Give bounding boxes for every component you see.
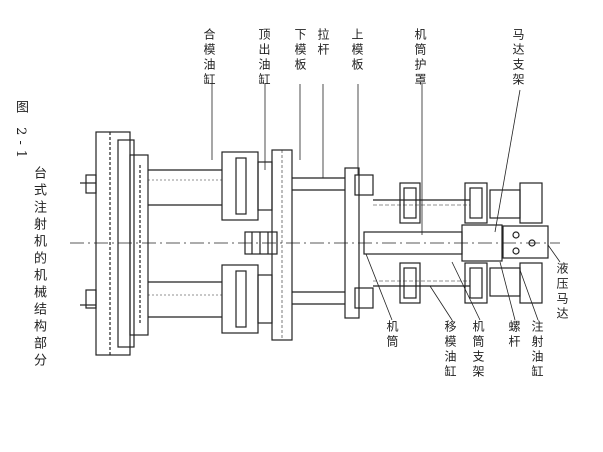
label-upper-platen: 上模板 — [350, 28, 364, 73]
label-barrel: 机筒 — [385, 320, 399, 350]
ejector-cylinder-lower — [221, 264, 273, 334]
ejector-center-piece — [244, 231, 278, 255]
mold-closing-cylinder-block — [80, 131, 149, 356]
tie-bars — [292, 177, 345, 305]
label-tie-bar: 拉杆 — [316, 28, 330, 58]
figure-caption: 台式注射机的机械结构部分 — [31, 166, 46, 370]
label-screw: 螺杆 — [507, 320, 521, 350]
label-hydraulic-motor: 液压马达 — [555, 262, 569, 322]
label-mold-closing-cylinder: 合模油缸 — [202, 28, 216, 88]
label-motor-bracket: 马达支架 — [511, 28, 525, 88]
leader-lines-bottom — [365, 244, 561, 321]
injection-section — [461, 182, 543, 304]
upper-platen — [344, 167, 374, 319]
label-injection-cylinder: 注射油缸 — [530, 320, 544, 380]
ejector-cylinder-upper — [221, 151, 273, 221]
label-barrel-support: 机筒支架 — [471, 320, 485, 380]
label-barrel-guard: 机筒护罩 — [413, 28, 427, 88]
leader-lines-top — [211, 84, 521, 235]
lower-platen — [271, 149, 293, 341]
label-carriage-cylinder: 移模油缸 — [443, 320, 457, 380]
upper-piston-rod — [148, 169, 222, 206]
figure-number: 图 2-1 — [13, 100, 28, 164]
lower-piston-rod — [148, 281, 222, 318]
hydraulic-motor — [502, 225, 549, 259]
label-lower-platen: 下模板 — [293, 28, 307, 73]
label-ejector-cylinder: 顶出油缸 — [257, 28, 271, 88]
carriage-flanges — [399, 182, 488, 304]
